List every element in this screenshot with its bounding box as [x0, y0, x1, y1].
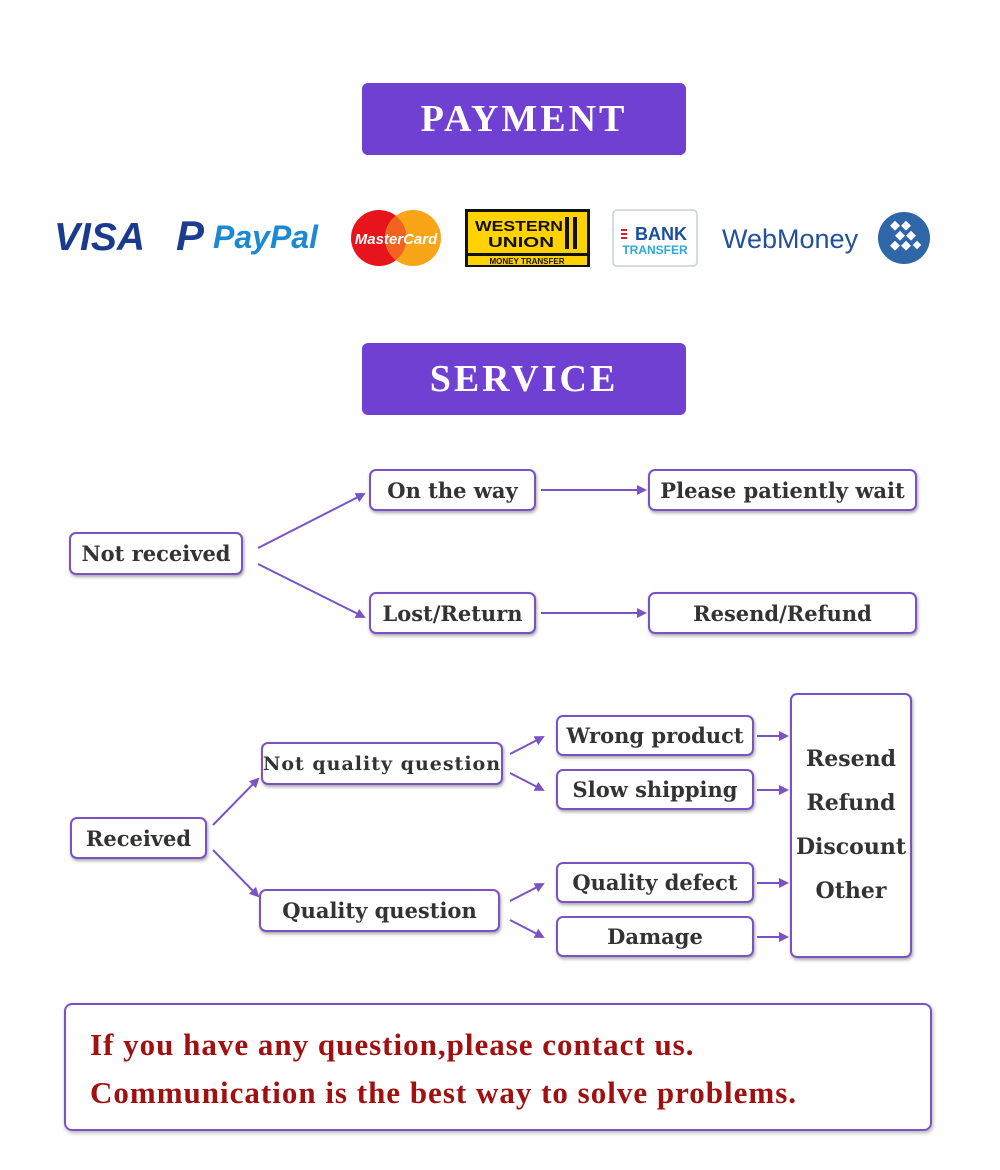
lost-return-box: Lost/Return — [369, 592, 536, 634]
arrow-quality-to-quality-defect — [509, 883, 545, 902]
western-union-logo-text-2: UNION — [488, 234, 554, 251]
damage-box: Damage — [556, 916, 754, 957]
paypal-logo-text: PayPal — [213, 219, 319, 255]
webmoney-logo-text: WebMoney — [722, 224, 859, 254]
service-title: SERVICE — [362, 343, 686, 415]
not-received-box: Not received — [69, 532, 243, 575]
slow-shipping-box: Slow shipping — [556, 769, 754, 810]
payment-title: PAYMENT — [362, 83, 686, 155]
paypal-logo: P PayPal — [176, 212, 319, 259]
received-box: Received — [70, 817, 207, 859]
flow-arrows — [212, 485, 789, 942]
not-quality-question-box: Not quality question — [261, 742, 503, 785]
mastercard-logo: MasterCard — [351, 210, 441, 266]
resend-refund-box: Resend/Refund — [648, 592, 917, 634]
wrong-product-box: Wrong product — [556, 715, 754, 756]
on-the-way-box: On the way — [369, 469, 536, 511]
arrow-not-quality-to-wrong-product — [509, 736, 545, 755]
arrow-not-received-to-on-the-way — [257, 493, 366, 549]
bank-transfer-subtitle: TRANSFER — [622, 243, 688, 257]
western-union-logo: WESTERN UNION MONEY TRANSFER — [465, 209, 590, 267]
outcome-resend: Resend — [805, 746, 897, 772]
arrow-not-quality-to-slow-shipping — [509, 772, 545, 791]
arrow-received-to-not-quality — [212, 777, 260, 826]
mastercard-logo-text: MasterCard — [355, 231, 438, 248]
paypal-mark: P — [176, 212, 205, 259]
arrow-not-received-to-lost-return — [257, 563, 366, 618]
quality-question-box: Quality question — [259, 889, 500, 932]
outcome-other: Other — [815, 878, 887, 904]
contact-notice-box: If you have any question,please contact … — [64, 1003, 932, 1131]
outcomes-box: Resend Refund Discount Other — [790, 693, 912, 958]
quality-defect-box: Quality defect — [556, 862, 754, 903]
western-union-subtitle: MONEY TRANSFER — [490, 257, 565, 266]
visa-logo: VISA — [54, 216, 145, 258]
western-union-logo-text: WESTERN — [475, 218, 563, 235]
outcome-refund: Refund — [806, 790, 896, 816]
visa-logo-text: VISA — [54, 216, 145, 258]
arrow-received-to-quality — [212, 849, 260, 898]
outcome-discount: Discount — [795, 834, 907, 860]
bank-transfer-logo: BANK TRANSFER — [612, 209, 698, 267]
please-patiently-wait-box: Please patiently wait — [648, 469, 917, 511]
contact-note-line-2: Communication is the best way to solve p… — [90, 1075, 798, 1110]
contact-note-line-1: If you have any question,please contact … — [90, 1027, 695, 1062]
arrow-quality-to-damage — [509, 919, 545, 938]
webmoney-logo: WebMoney — [722, 212, 930, 264]
bank-transfer-logo-text: BANK — [635, 224, 687, 244]
